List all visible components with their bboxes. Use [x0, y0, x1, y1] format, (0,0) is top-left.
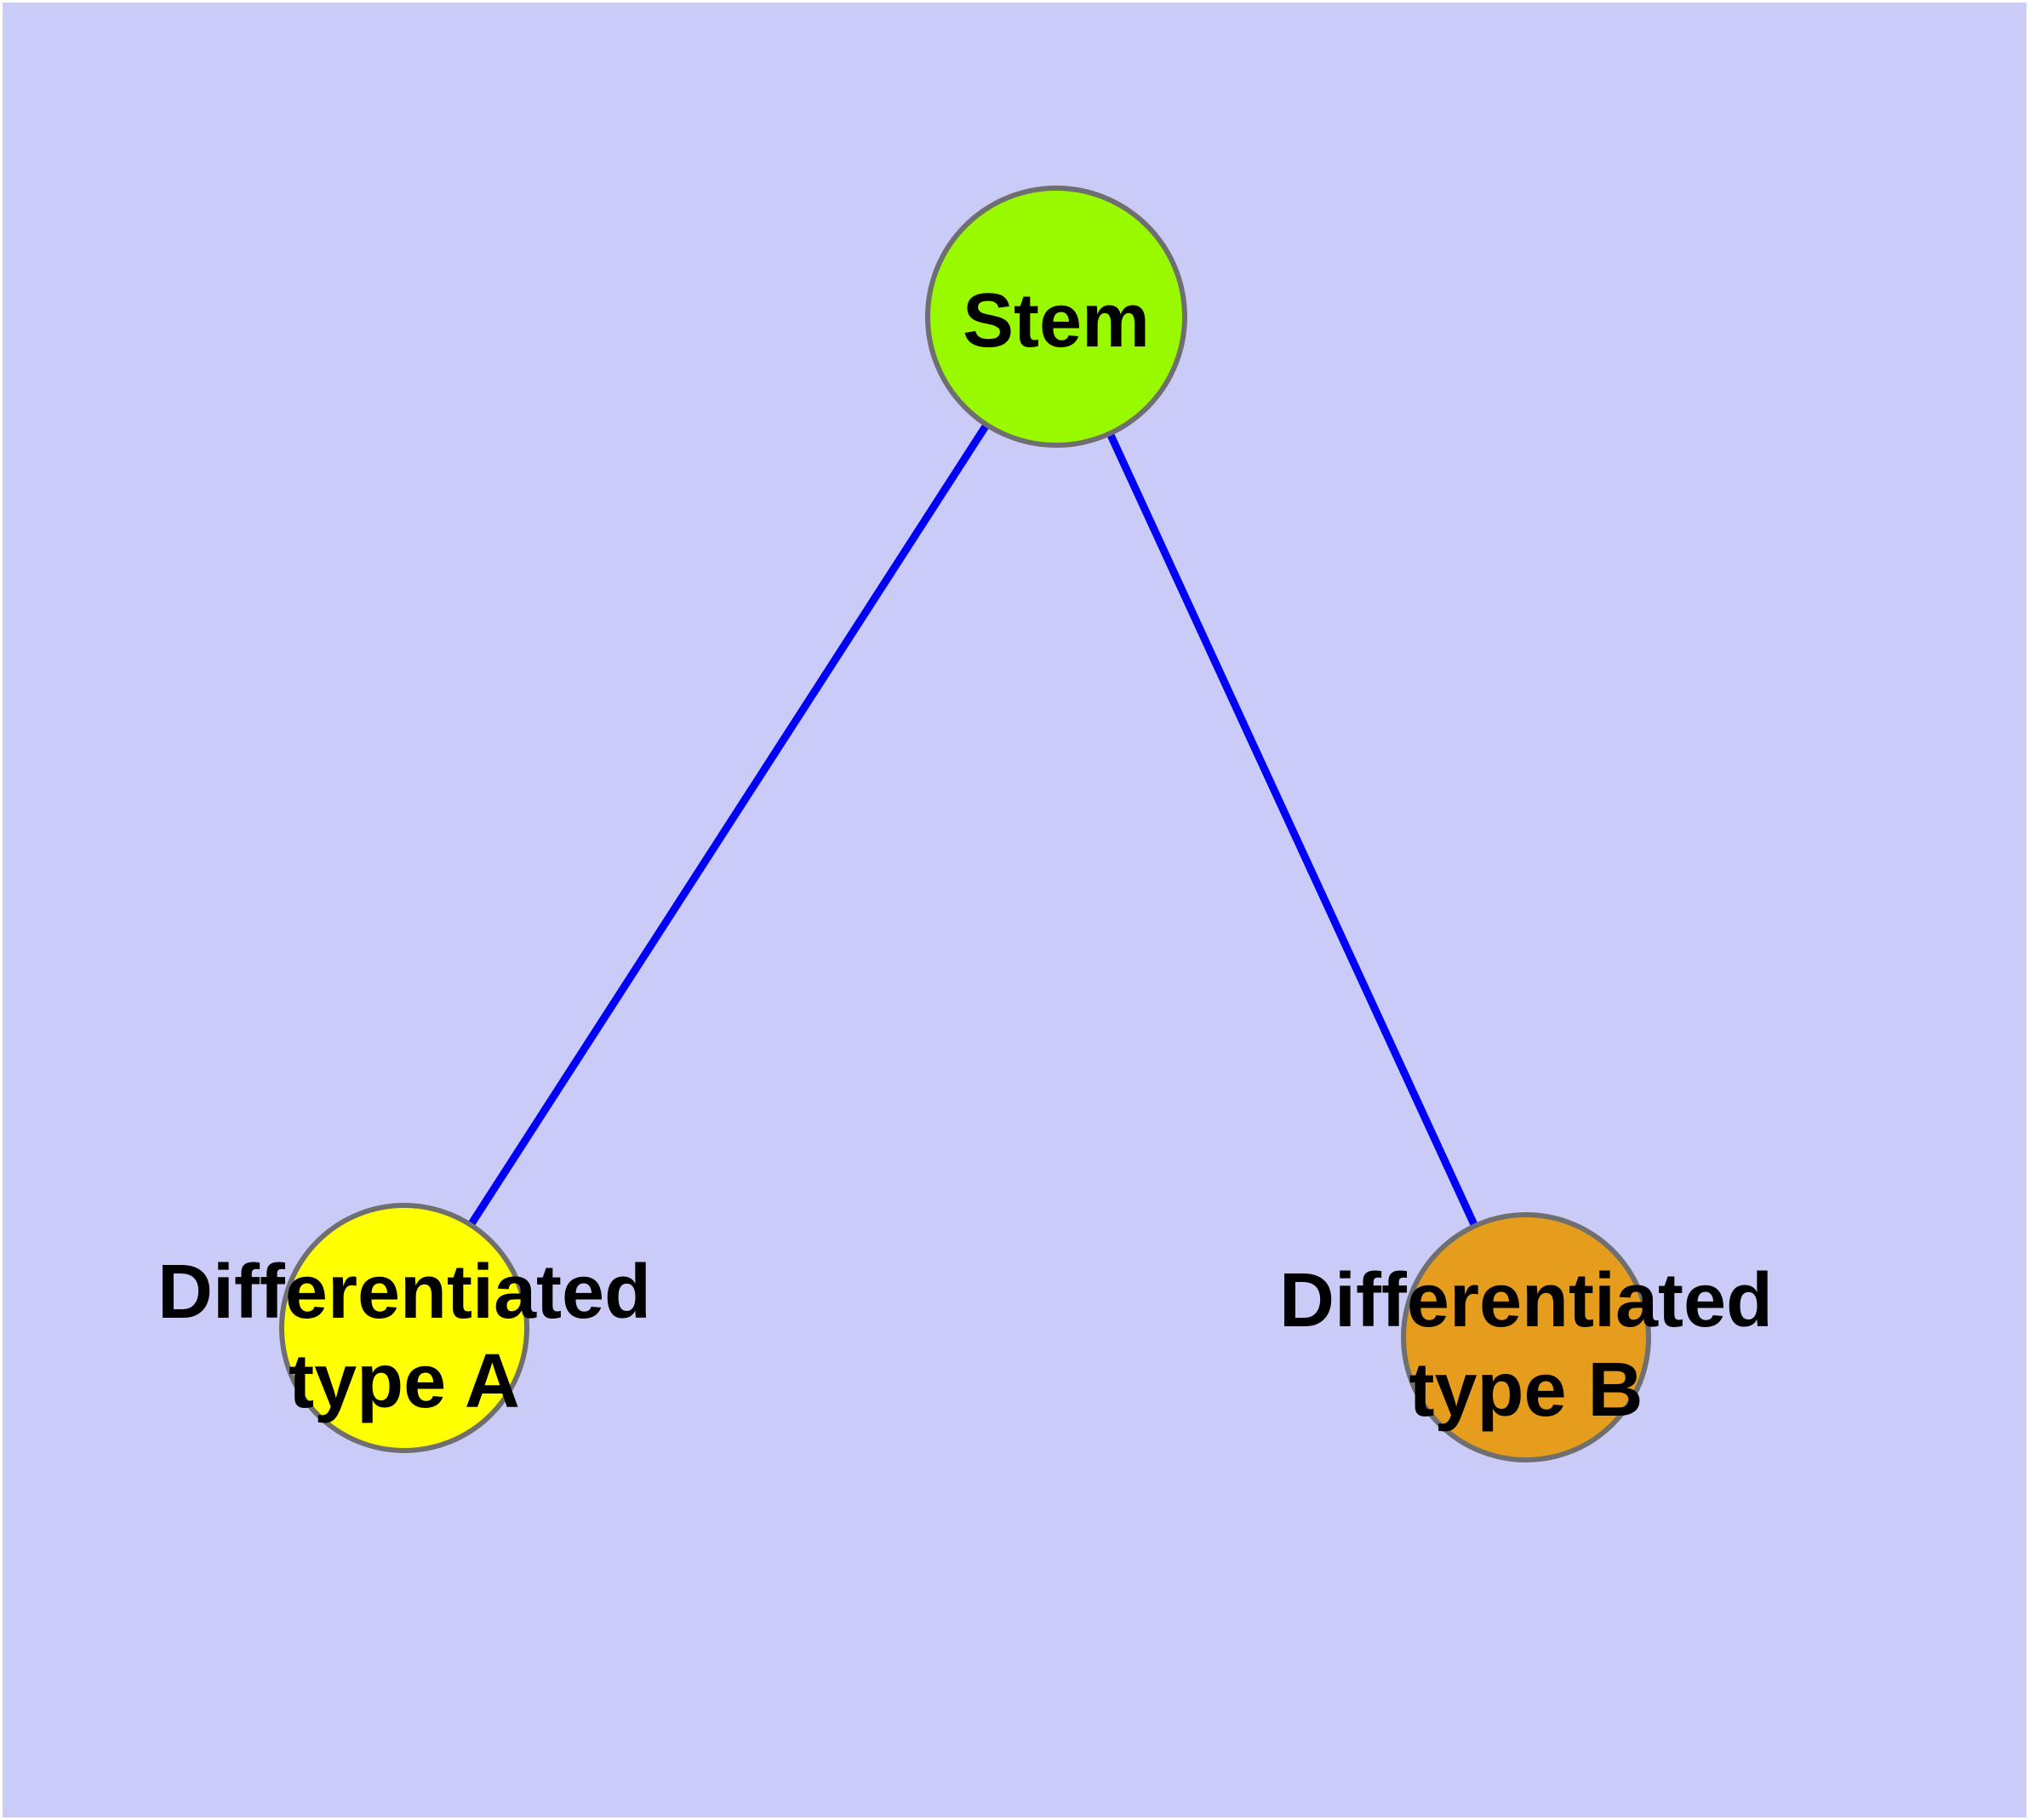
differentiated-type-a-label-line1: Differentiated	[157, 1250, 651, 1335]
edge-stem-to-type-a	[401, 314, 1060, 1331]
differentiated-type-b-node[interactable]	[1401, 1212, 1651, 1462]
differentiated-type-a-label-line2: type A	[289, 1339, 520, 1424]
stem-node[interactable]	[925, 186, 1187, 448]
differentiated-type-a-node[interactable]	[279, 1203, 529, 1453]
edge-stem-to-type-b	[1052, 315, 1530, 1339]
differentiated-type-b-label-line1: Differentiated	[1279, 1258, 1773, 1343]
stem-node-label: Stem	[963, 278, 1150, 363]
differentiated-type-b-label-line2: type B	[1409, 1348, 1643, 1433]
